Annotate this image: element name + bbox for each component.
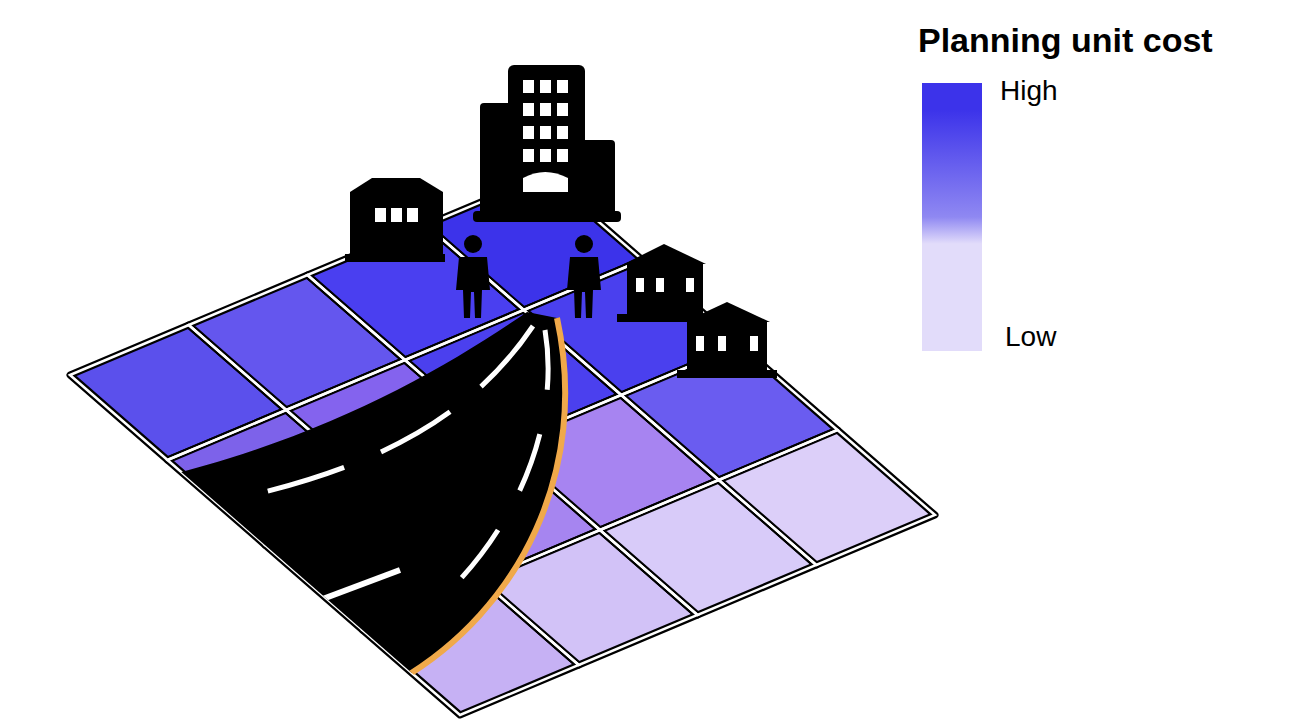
- person: [456, 235, 490, 318]
- planning-unit: [719, 430, 935, 565]
- planning-unit-border: [719, 430, 935, 565]
- legend-title: Planning unit cost: [918, 22, 1213, 59]
- planning-unit-grid: [70, 175, 935, 715]
- planning-unit-border: [70, 325, 286, 460]
- road-edge: [400, 318, 565, 680]
- legend-swatch: [922, 83, 982, 217]
- legend-label: High: [1000, 76, 1058, 107]
- planning-unit-border: [189, 275, 405, 410]
- office-building: [473, 65, 621, 222]
- bank-building: [617, 244, 713, 322]
- lane-line: [320, 570, 400, 600]
- legend-label: Low: [1005, 322, 1056, 353]
- planning-unit-border: [600, 480, 816, 615]
- house: [345, 178, 445, 262]
- road: [150, 312, 565, 680]
- lane-line: [230, 326, 533, 500]
- person: [567, 235, 601, 318]
- road-surface: [150, 312, 565, 680]
- cost-gradient-bar: [922, 83, 982, 351]
- bank-building: [677, 302, 777, 378]
- legend-swatch: [922, 217, 982, 351]
